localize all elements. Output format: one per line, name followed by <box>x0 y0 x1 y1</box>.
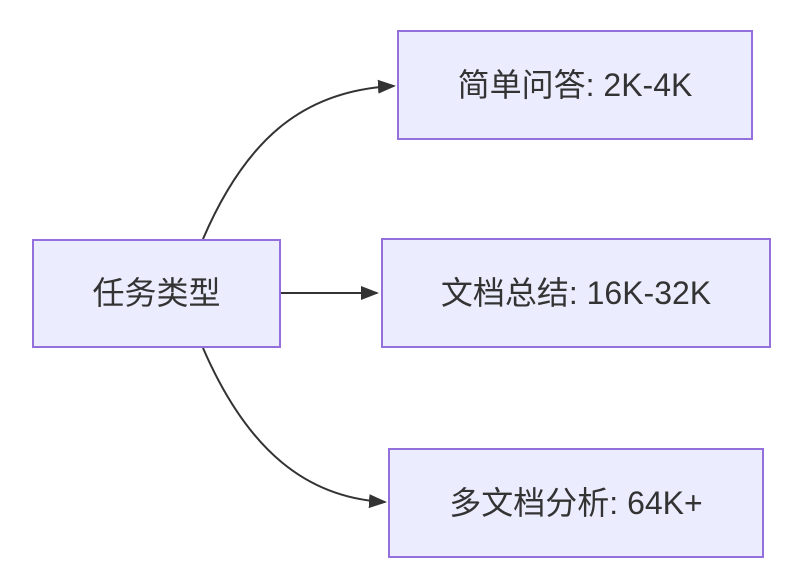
edge-task-type-to-multi-doc-analysis <box>202 347 387 509</box>
node-task-type: 任务类型 <box>32 239 281 348</box>
node-doc-summary: 文档总结: 16K-32K <box>381 238 771 348</box>
node-simple-qa: 简单问答: 2K-4K <box>397 30 753 140</box>
node-multi-doc-analysis: 多文档分析: 64K+ <box>388 448 764 558</box>
edge-task-type-to-simple-qa <box>202 79 396 240</box>
